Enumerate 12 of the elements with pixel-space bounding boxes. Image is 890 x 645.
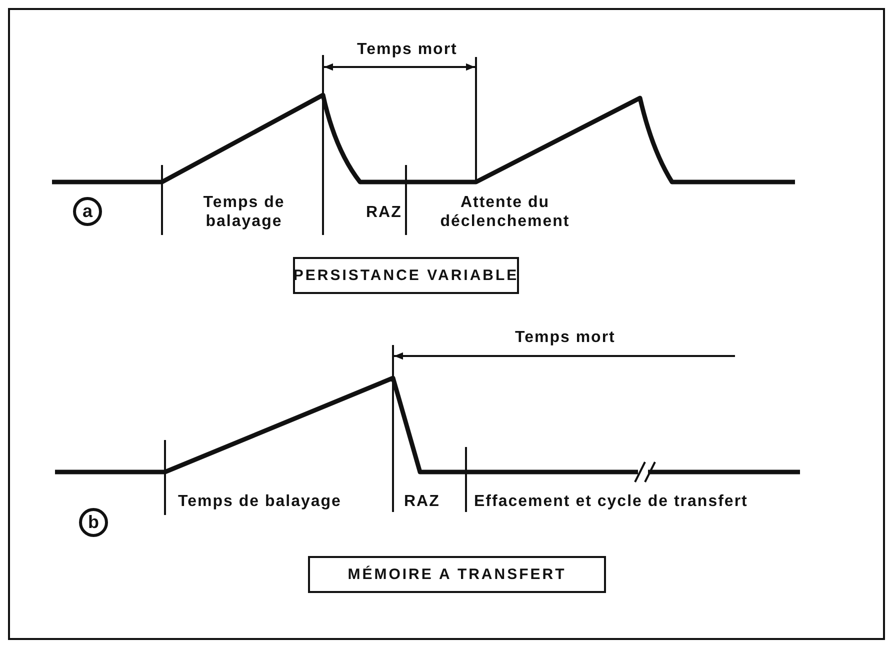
- interval-label: RAZ: [366, 203, 402, 222]
- interval-label: RAZ: [404, 492, 440, 511]
- title-box: MÉMOIRE A TRANSFERT: [308, 556, 606, 593]
- interval-label: Effacement et cycle de transfert: [474, 492, 748, 511]
- interval-label: Attente du déclenchement: [439, 193, 571, 231]
- interval-label: Temps de balayage: [202, 193, 286, 231]
- dimension-label: Temps mort: [357, 40, 458, 59]
- panel-letter: b: [79, 508, 108, 537]
- interval-label: Temps de balayage: [178, 492, 342, 511]
- panel-letter: a: [73, 197, 102, 226]
- dimension-label: Temps mort: [515, 328, 616, 347]
- title-box: PERSISTANCE VARIABLE: [293, 257, 519, 294]
